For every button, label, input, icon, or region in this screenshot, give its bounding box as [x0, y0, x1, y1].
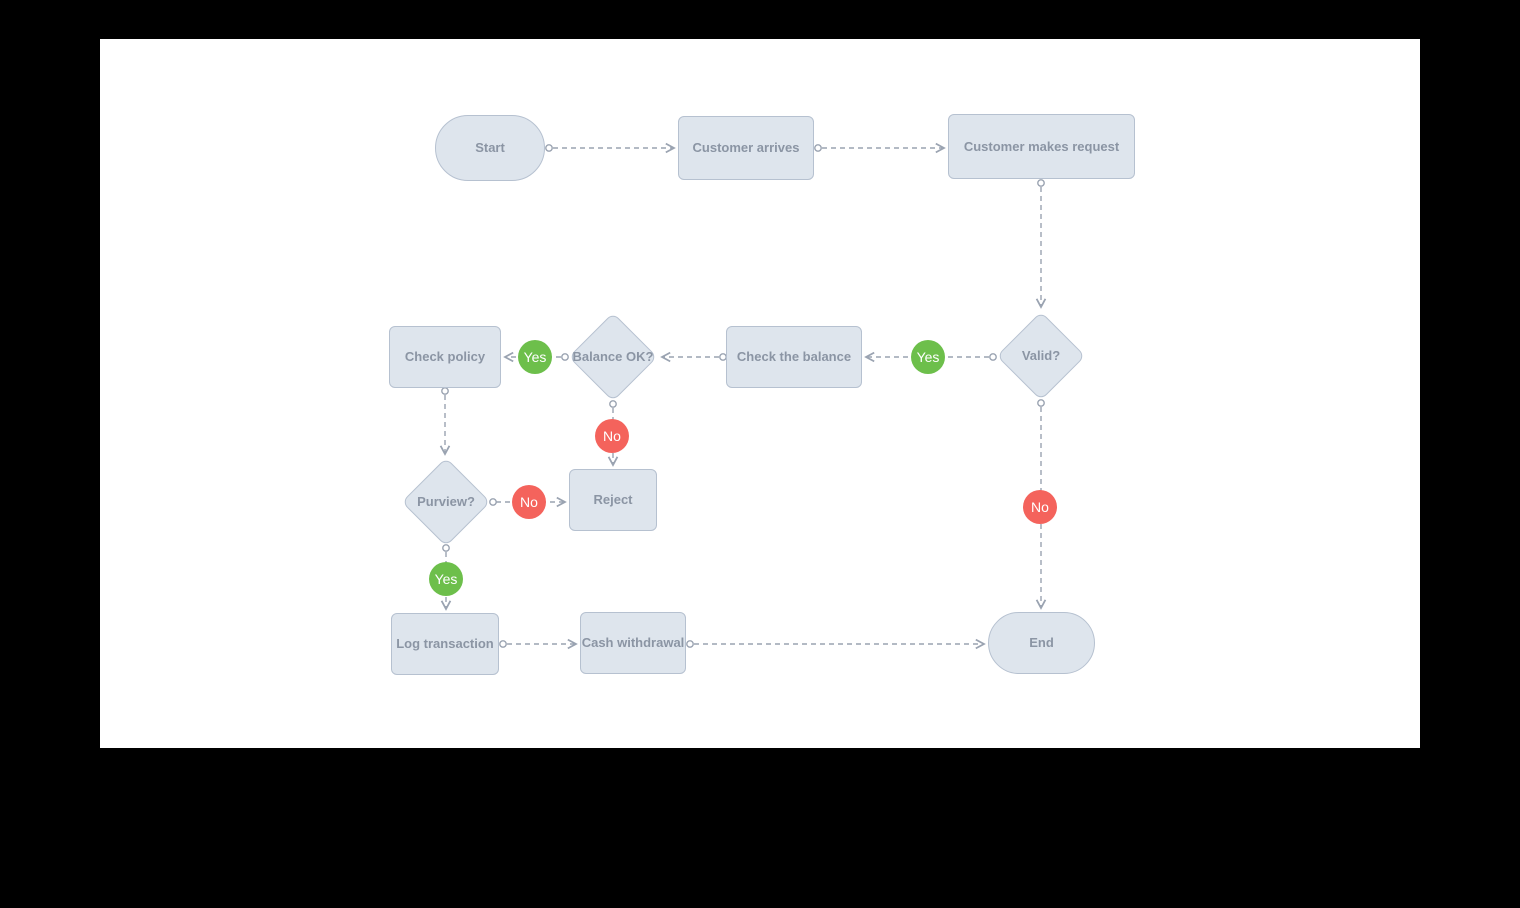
node-cash-withdrawal: Cash withdrawal	[580, 612, 686, 674]
node-log-transaction: Log transaction	[391, 613, 499, 675]
node-customer-arrives: Customer arrives	[678, 116, 814, 180]
edge-check-the-balance-to-balance-ok	[660, 351, 727, 363]
edge-valid-to-check-the-balance	[864, 351, 997, 363]
edge-start-to-customer-arrives	[545, 142, 676, 154]
node-valid: Valid?	[996, 311, 1086, 401]
edges-layer	[439, 142, 1047, 650]
node-balance-ok: Balance OK?	[568, 312, 658, 402]
edge-label-text: Yes	[434, 571, 458, 587]
node-customer-makes-request-label: Customer makes request	[963, 138, 1120, 154]
edge-customer-makes-request-to-valid	[1035, 179, 1047, 309]
node-cash-withdrawal-label: Cash withdrawal	[581, 635, 685, 651]
edge-check-policy-to-purview	[439, 387, 451, 456]
node-end: End	[988, 612, 1095, 674]
node-valid-label: Valid?	[1021, 348, 1061, 364]
node-balance-ok-label: Balance OK?	[572, 349, 654, 365]
node-check-policy: Check policy	[389, 326, 501, 388]
edge-label-text: No	[603, 428, 621, 444]
node-log-transaction-label: Log transaction	[396, 636, 494, 652]
edge-label-text: No	[1031, 499, 1049, 515]
node-reject: Reject	[569, 469, 657, 531]
edge-label-balance-ok-yes: Yes	[518, 340, 552, 374]
edge-label-purview-no: No	[512, 485, 546, 519]
edge-customer-arrives-to-customer-makes-request	[814, 142, 946, 154]
edge-cash-withdrawal-to-end	[686, 638, 986, 650]
edge-label-text: Yes	[523, 349, 547, 365]
node-start: Start	[435, 115, 545, 181]
node-check-policy-label: Check policy	[404, 349, 486, 365]
edge-label-balance-ok-no: No	[595, 419, 629, 453]
node-customer-makes-request: Customer makes request	[948, 114, 1135, 179]
node-end-label: End	[1029, 635, 1054, 651]
node-start-label: Start	[475, 140, 505, 156]
node-purview-label: Purview?	[417, 494, 475, 510]
edge-purview-to-reject	[489, 496, 567, 508]
node-purview: Purview?	[401, 457, 491, 547]
diagram-canvas: Start Customer arrives Customer makes re…	[100, 39, 1420, 748]
node-check-the-balance-label: Check the balance	[736, 349, 852, 365]
edge-log-transaction-to-cash-withdrawal	[499, 638, 578, 650]
node-check-the-balance: Check the balance	[726, 326, 862, 388]
edge-label-valid-yes: Yes	[911, 340, 945, 374]
edge-label-valid-no: No	[1023, 490, 1057, 524]
edge-label-text: Yes	[916, 349, 940, 365]
edge-label-text: No	[520, 494, 538, 510]
edge-label-purview-yes: Yes	[429, 562, 463, 596]
node-reject-label: Reject	[593, 492, 633, 508]
node-customer-arrives-label: Customer arrives	[692, 140, 800, 156]
